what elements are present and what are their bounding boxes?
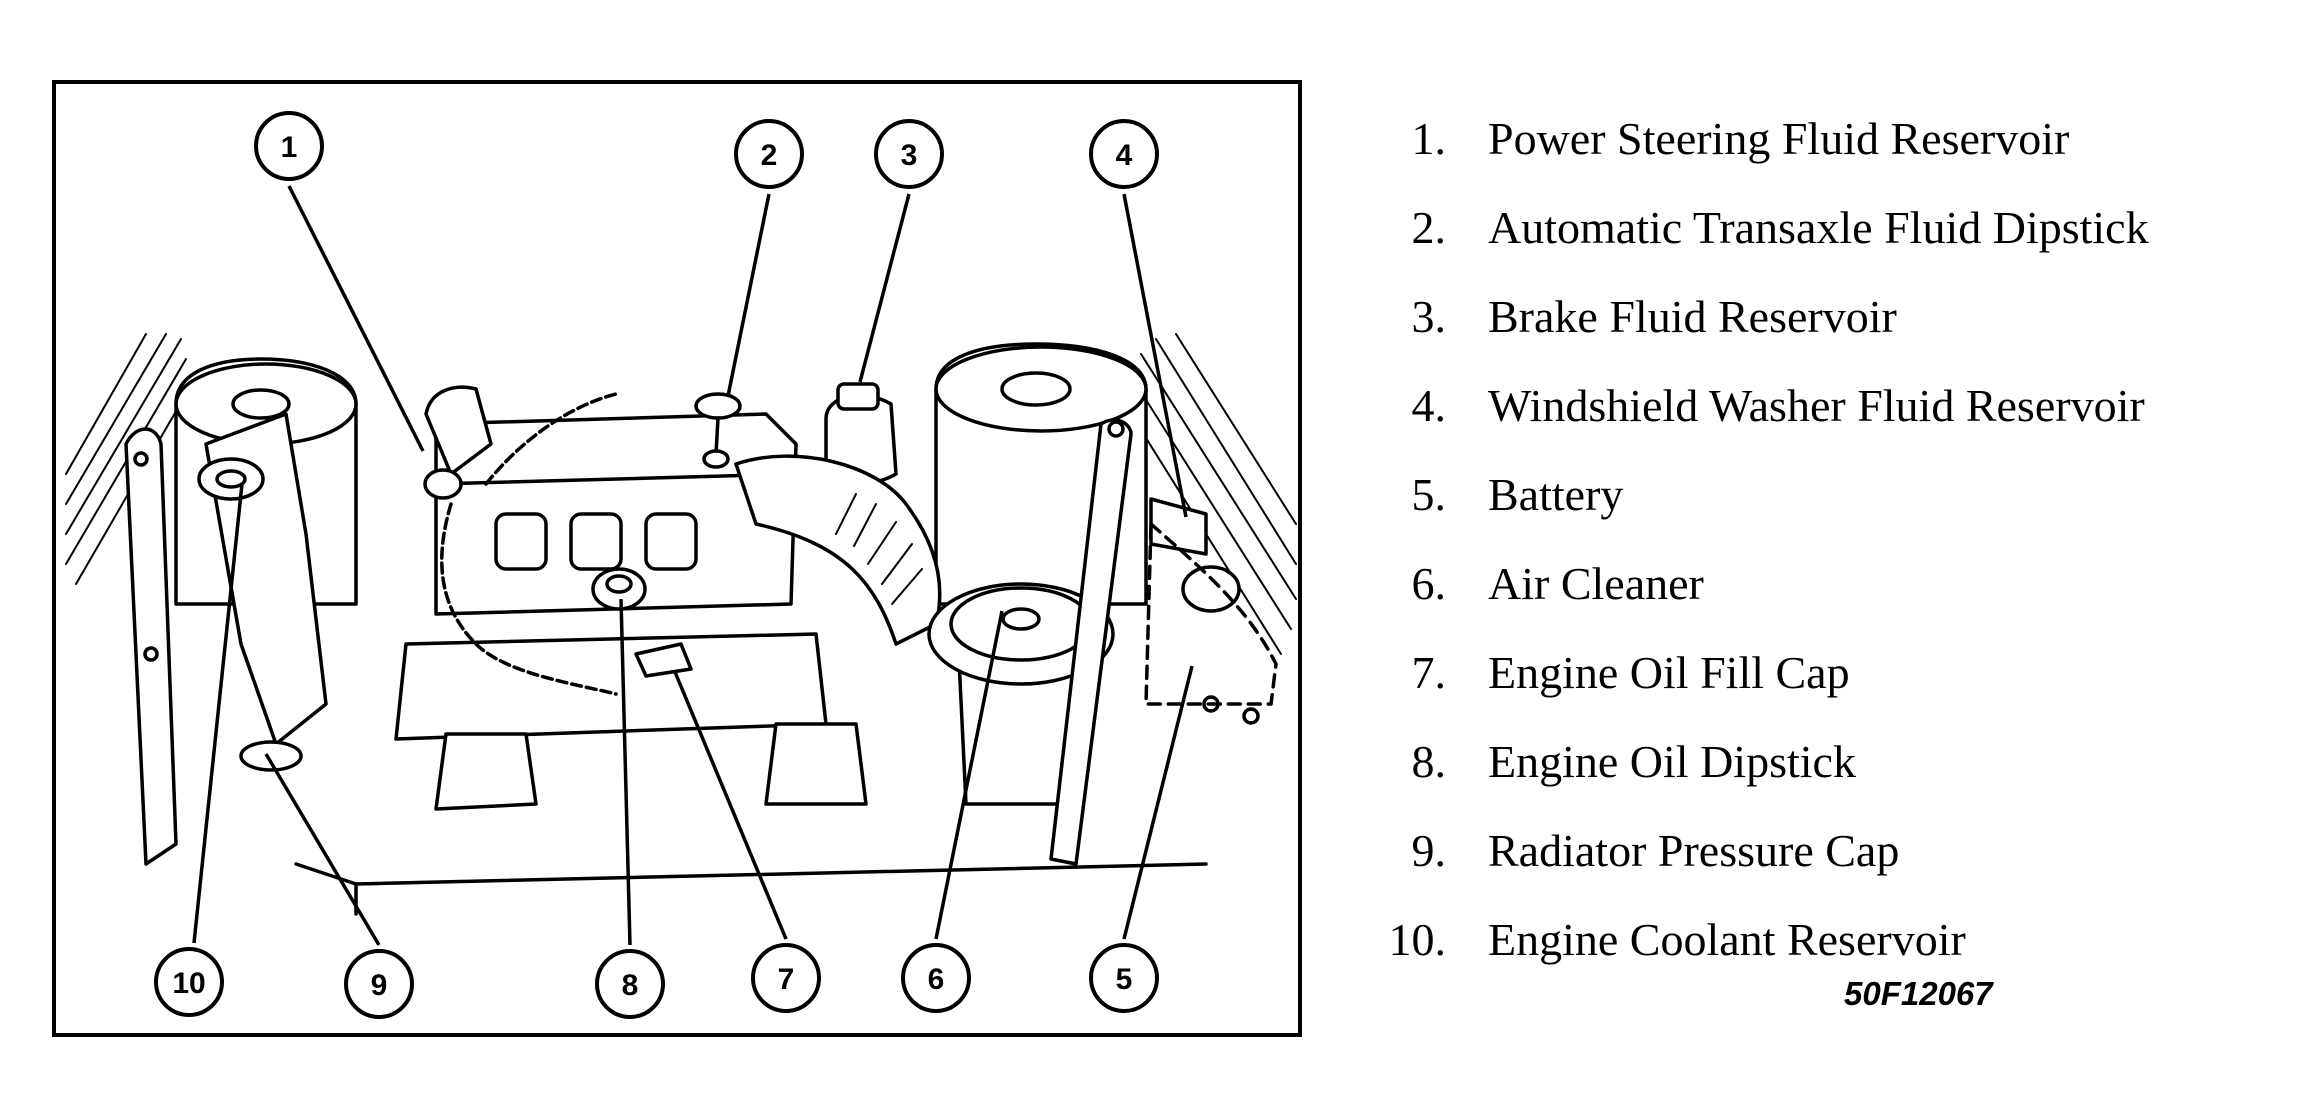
legend-number: 3.: [1411, 291, 1447, 342]
engine-bay-illustration: 1 2 3 4 5 6 7 8: [65, 111, 1297, 1019]
oil-fill-cap-shape: [591, 567, 647, 611]
legend-label: Automatic Transaxle Fluid Dipstick: [1488, 202, 2149, 253]
legend-number: 9.: [1411, 825, 1447, 876]
legend-item: 7. Engine Oil Fill Cap: [1370, 646, 2290, 735]
legend-item: 4. Windshield Washer Fluid Reservoir: [1370, 379, 2290, 468]
air-cleaner: [927, 582, 1115, 806]
svg-text:5: 5: [1116, 963, 1133, 996]
legend-number: 6.: [1411, 558, 1447, 609]
legend-number: 10.: [1388, 914, 1447, 965]
leader-lines: [192, 185, 1194, 946]
callout-1: 1: [254, 111, 324, 181]
callout-4: 4: [1089, 119, 1159, 189]
callout-7: 7: [751, 943, 821, 1013]
legend-label: Engine Oil Dipstick: [1488, 736, 1856, 787]
right-fender-hatching: [1130, 333, 1297, 655]
engine-diagram-frame: 1 2 3 4 5 6 7 8: [52, 80, 1302, 1037]
legend-item: 3. Brake Fluid Reservoir: [1370, 290, 2290, 379]
legend-item: 8. Engine Oil Dipstick: [1370, 735, 2290, 824]
transaxle-dipstick: [694, 392, 742, 469]
callout-10: 10: [154, 947, 224, 1017]
figure-code: 50F12067: [1844, 975, 1993, 1012]
legend-item: 2. Automatic Transaxle Fluid Dipstick: [1370, 201, 2290, 290]
oil-dipstick-shape: [634, 642, 693, 678]
legend-label: Engine Coolant Reservoir: [1488, 914, 1966, 965]
legend-item: 9. Radiator Pressure Cap: [1370, 824, 2290, 913]
legend-item: 10. Engine Coolant Reservoir: [1370, 913, 2290, 1002]
intake-duct: [734, 454, 942, 646]
left-frame-rail: [124, 427, 178, 866]
callout-2: 2: [734, 119, 804, 189]
legend-item: 1. Power Steering Fluid Reservoir: [1370, 112, 2290, 201]
legend-item: 6. Air Cleaner: [1370, 557, 2290, 646]
legend-number: 4.: [1411, 380, 1447, 431]
battery: [1144, 522, 1278, 725]
svg-text:4: 4: [1116, 139, 1133, 172]
legend-number: 7.: [1411, 647, 1447, 698]
svg-text:8: 8: [622, 969, 639, 1002]
svg-text:1: 1: [281, 131, 298, 164]
legend-label: Air Cleaner: [1488, 558, 1704, 609]
legend-number: 1.: [1411, 113, 1447, 164]
callout-5: 5: [1089, 943, 1159, 1013]
legend-label: Battery: [1488, 469, 1624, 520]
legend-label: Brake Fluid Reservoir: [1488, 291, 1897, 342]
coolant-reservoir: [197, 412, 328, 772]
legend-item: 5. Battery: [1370, 468, 2290, 557]
callout-9: 9: [344, 949, 414, 1019]
svg-text:7: 7: [778, 963, 795, 996]
callout-3: 3: [874, 119, 944, 189]
legend-number: 2.: [1411, 202, 1447, 253]
parts-legend: 1. Power Steering Fluid Reservoir 2. Aut…: [1370, 112, 2290, 1002]
callout-8: 8: [595, 949, 665, 1019]
svg-text:9: 9: [371, 969, 388, 1002]
svg-text:6: 6: [928, 963, 945, 996]
brake-fluid-reservoir: [824, 382, 898, 485]
legend-label: Engine Oil Fill Cap: [1488, 647, 1850, 698]
svg-text:10: 10: [172, 967, 205, 1000]
legend-label: Windshield Washer Fluid Reservoir: [1488, 380, 2145, 431]
svg-text:2: 2: [761, 139, 778, 172]
svg-text:3: 3: [901, 139, 918, 172]
legend-label: Power Steering Fluid Reservoir: [1488, 113, 2070, 164]
legend-number: 5.: [1411, 469, 1447, 520]
power-steering-reservoir: [423, 385, 618, 696]
callout-6: 6: [901, 943, 971, 1013]
washer-reservoir: [1049, 418, 1241, 866]
legend-number: 8.: [1411, 736, 1447, 787]
legend-label: Radiator Pressure Cap: [1488, 825, 1900, 876]
